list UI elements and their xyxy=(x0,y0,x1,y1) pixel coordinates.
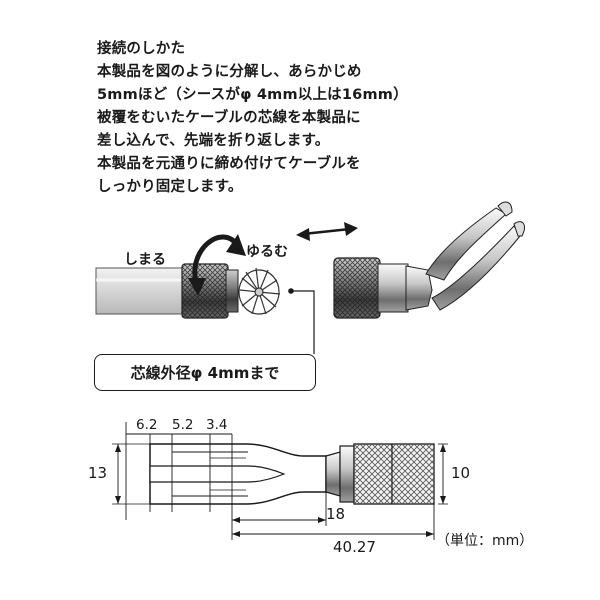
tighten-label: しまる xyxy=(124,252,166,268)
callout-text: 芯線外径φ 4mmまで xyxy=(130,364,280,382)
instructions: 接続のしかた 本製品を図のように分解し、あらかじめ 5mmほど（シースがφ 4m… xyxy=(97,38,557,199)
dimension-drawing xyxy=(112,422,448,540)
knurled-nut-left xyxy=(181,263,239,319)
callout-leader xyxy=(288,288,315,354)
dim-3-4: 3.4 xyxy=(206,417,228,433)
conductor-strands xyxy=(238,267,281,315)
instruction-line: 5mmほど（シースがφ 4mm以上は16mm） xyxy=(97,87,408,103)
instruction-line: しっかり固定します。 xyxy=(97,179,243,195)
instruction-line: 本製品を元通りに締め付けてケーブルを xyxy=(97,156,361,172)
instruction-line: 差し込んで、先端を折り返します。 xyxy=(97,133,330,149)
dim-height-13: 13 xyxy=(88,464,108,482)
dim-height-10: 10 xyxy=(451,464,471,482)
instructions-heading: 接続のしかた xyxy=(97,41,186,57)
instruction-line: 本製品を図のように分解し、あらかじめ xyxy=(97,64,362,80)
loosen-label: ゆるむ xyxy=(246,244,288,260)
double-arrow-icon xyxy=(296,222,358,241)
spade-plug-body xyxy=(333,201,525,319)
unit-label: （単位：mm） xyxy=(436,533,534,549)
callout-box: 芯線外径φ 4mmまで xyxy=(94,354,316,391)
dim-6-2: 6.2 xyxy=(136,417,158,433)
cable xyxy=(95,267,189,315)
dim-length-total: 40.27 xyxy=(333,538,376,556)
instruction-line: 被覆をむいたケーブルの芯線を本製品に xyxy=(97,110,361,126)
dim-5-2: 5.2 xyxy=(172,417,194,433)
dim-length-18: 18 xyxy=(326,505,346,523)
rotation-arrow-icon xyxy=(188,234,246,296)
